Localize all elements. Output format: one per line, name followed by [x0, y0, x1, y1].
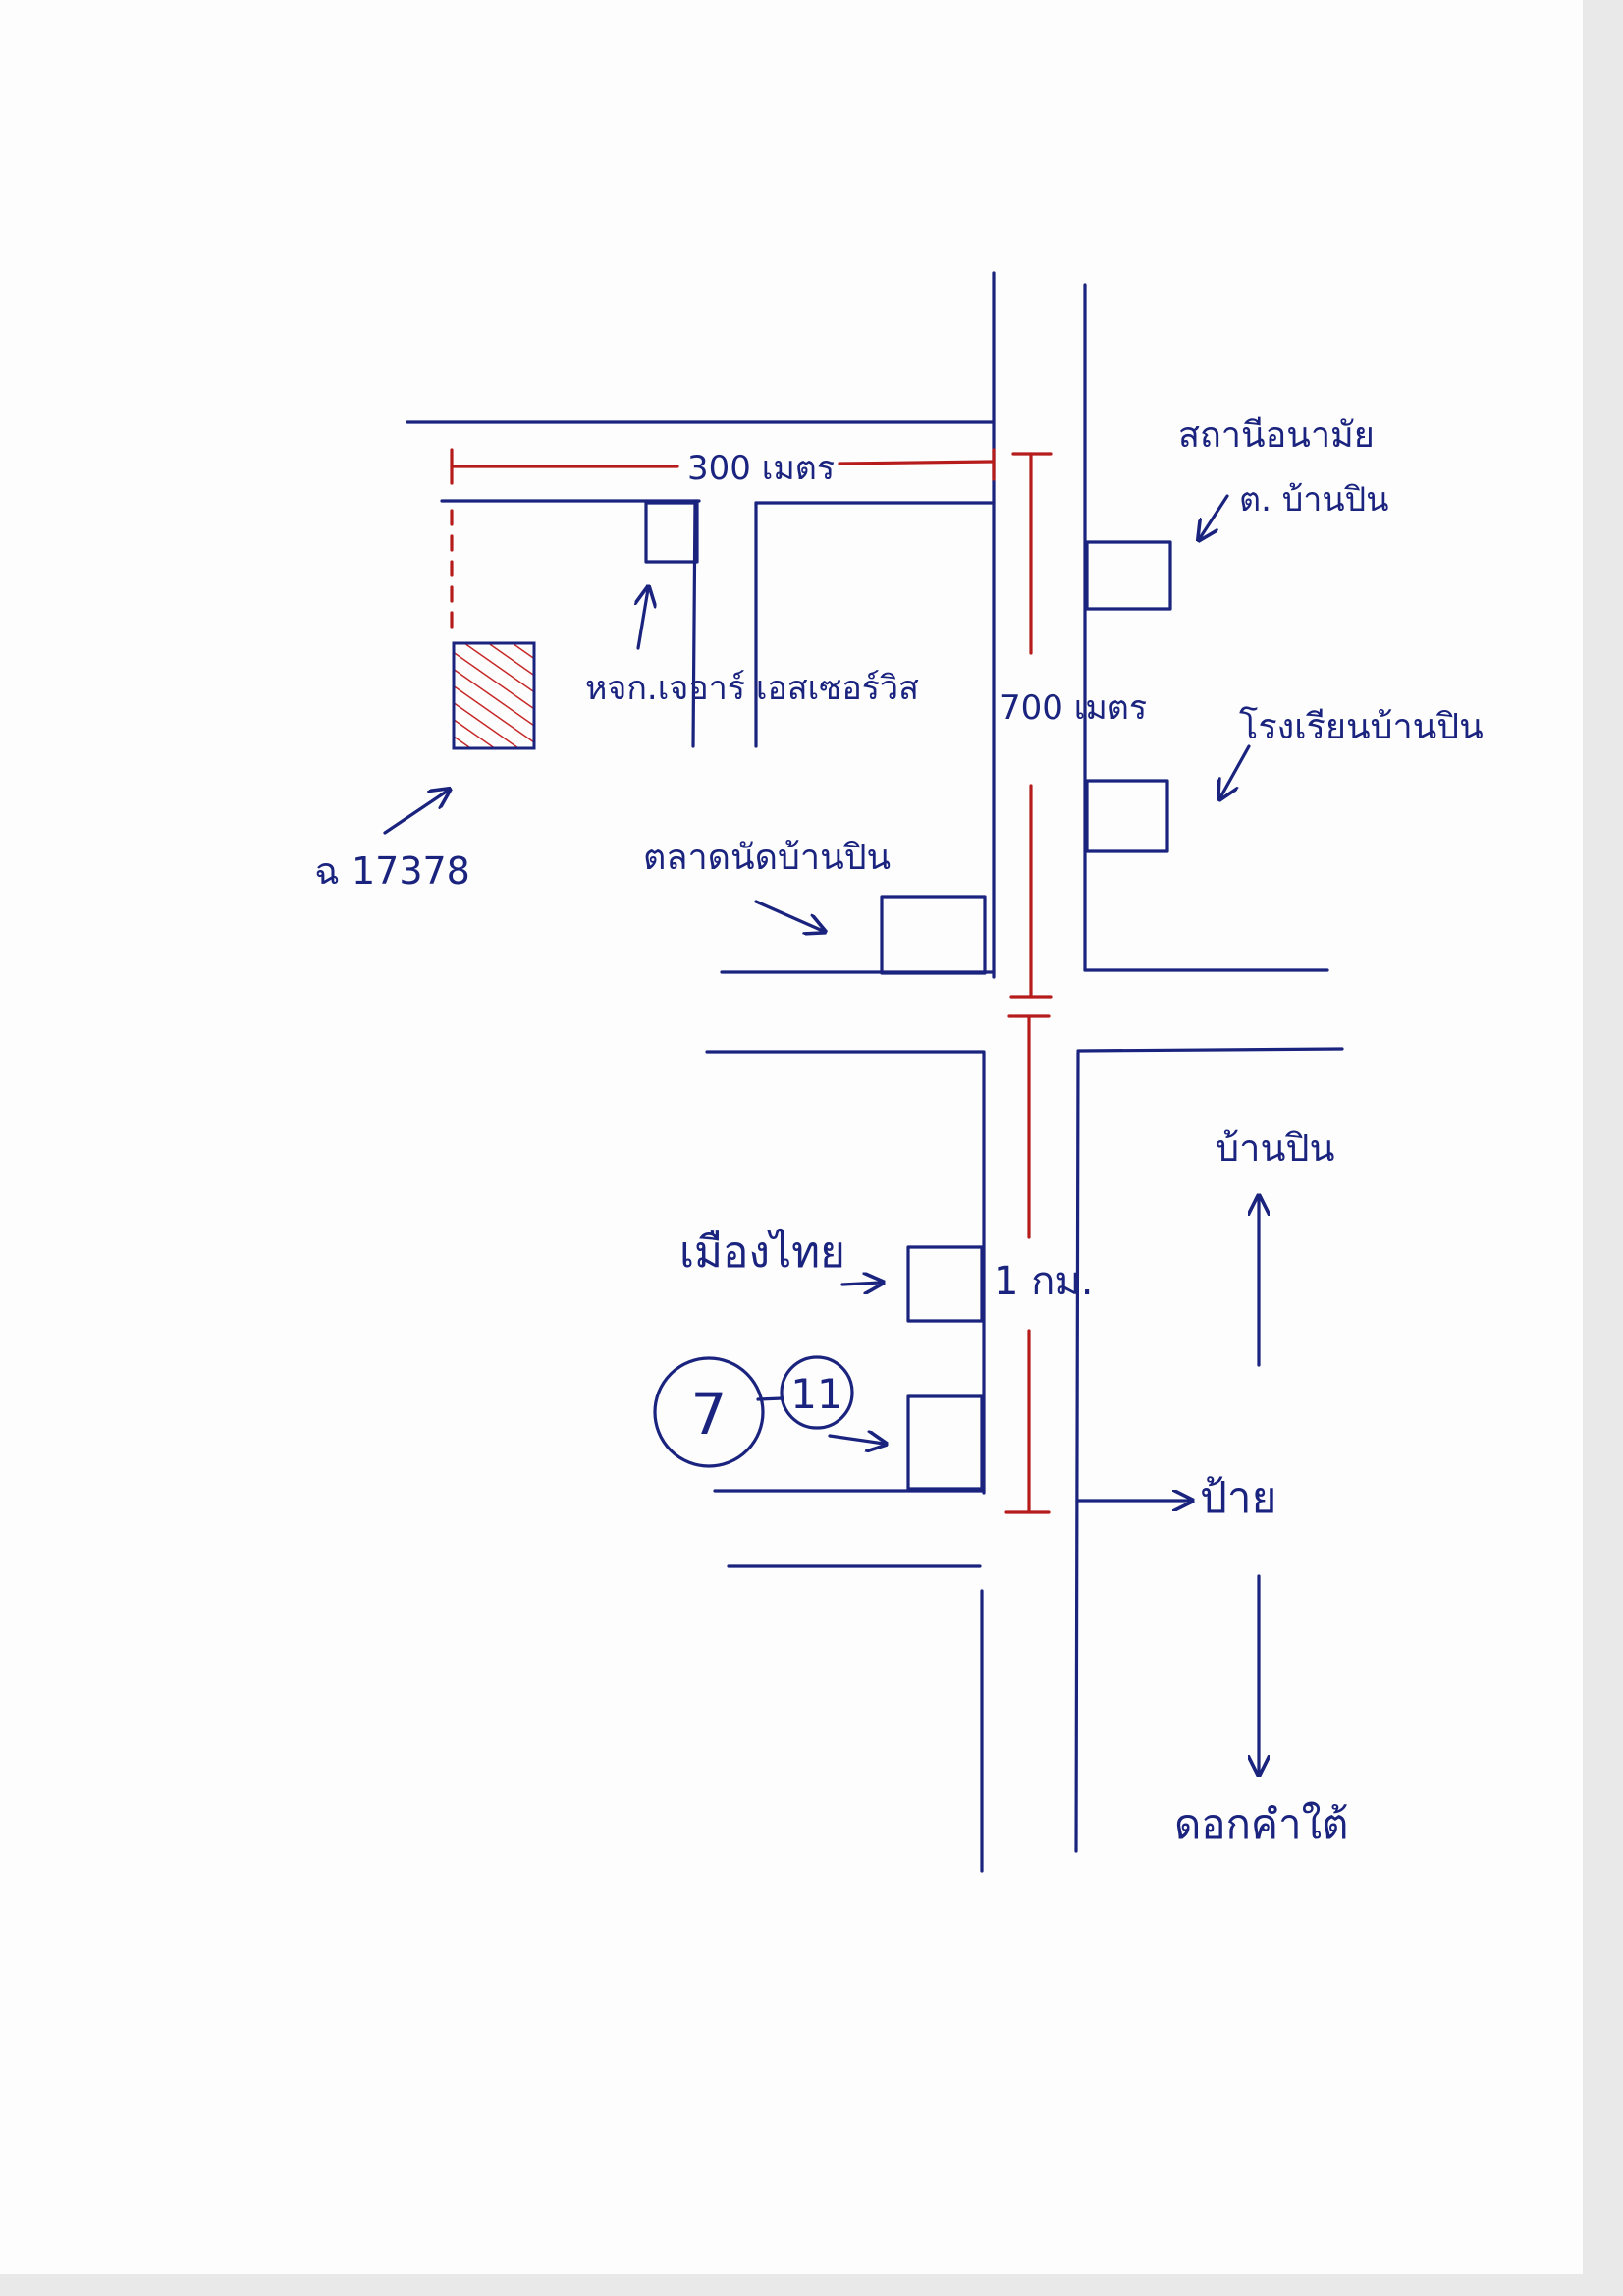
side-road-west	[406, 420, 996, 748]
cross-street-market	[705, 968, 1344, 1054]
to-dok-kham-tai-label: ดอกคำใต้	[1174, 1800, 1348, 1848]
school-label: โรงเรียนบ้านปิน	[1239, 706, 1484, 747]
arrow-icon	[383, 494, 1259, 1773]
scan-edge-bottom	[0, 2274, 1623, 2296]
seven-eleven-logo: 7 11	[653, 1355, 854, 1468]
horizontal-distance-label: 300 เมตร	[687, 449, 835, 488]
seven-eleven-building	[906, 1394, 984, 1491]
cross-street-seven-eleven	[713, 1489, 986, 1568]
health-station-label: สถานีอนามัย	[1178, 415, 1375, 456]
health-station-building	[1085, 540, 1172, 611]
to-ban-pin-label: บ้านปิน	[1216, 1126, 1335, 1170]
vertical-distance-label: 700 เมตร	[1000, 688, 1147, 728]
mueang-thai-building	[906, 1245, 984, 1323]
measure-vertical	[1009, 452, 1053, 999]
hatched-plot-icon	[452, 641, 536, 750]
shop-label: หจก.เจอาร์ เอสเซอร์วิส	[585, 669, 919, 708]
school-building	[1085, 779, 1169, 853]
market-label: ตลาดนัดบ้านปิน	[643, 838, 891, 878]
scan-edge-right	[1583, 0, 1623, 2296]
bus-stop-label: ป้าย	[1200, 1473, 1276, 1523]
sub-district-label: ต. บ้านปิน	[1239, 480, 1388, 519]
logo-eleven: 11	[790, 1370, 842, 1418]
shop-building	[644, 501, 699, 564]
logo-seven: 7	[691, 1381, 728, 1448]
mueang-thai-label: เมืองไทย	[679, 1228, 845, 1278]
market-building	[880, 895, 987, 975]
measure-horizontal	[450, 448, 996, 640]
measure-lower	[1004, 1014, 1051, 1514]
main-road	[980, 271, 1087, 1873]
deed-label: ฉ 17378	[314, 849, 470, 893]
lower-distance-label: 1 กม.	[994, 1259, 1093, 1304]
